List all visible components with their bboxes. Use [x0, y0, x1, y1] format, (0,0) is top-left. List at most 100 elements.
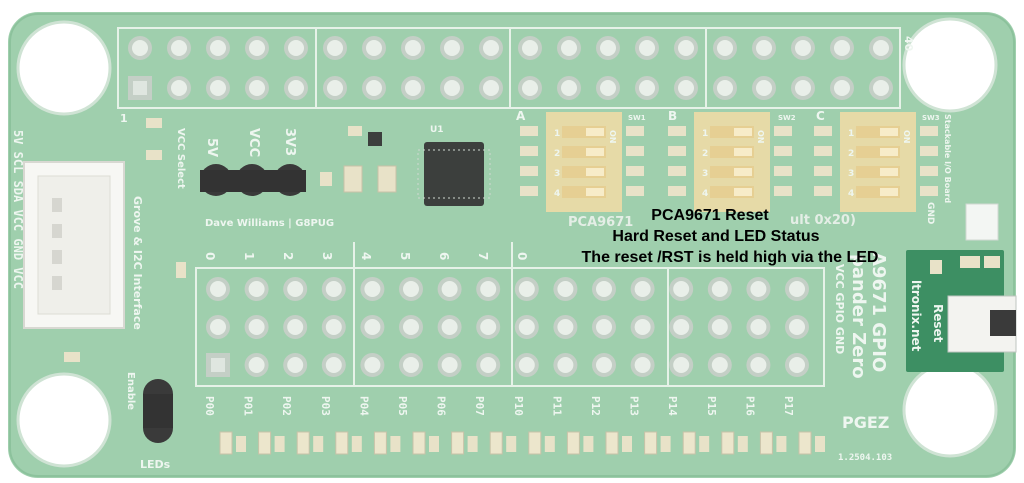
callout-description: The reset /RST is held high via the LED: [582, 249, 879, 266]
switch-id-sw1: SW1: [628, 114, 646, 122]
breakout-pad: [785, 315, 809, 339]
port-label: P17: [782, 396, 795, 416]
breakout-pad: [746, 277, 771, 301]
port-label: P14: [666, 396, 679, 416]
switch-number: 2: [848, 149, 854, 159]
gpio-pad: [869, 36, 893, 60]
gpio-pad: [635, 36, 659, 60]
gpio-pad: [518, 76, 542, 100]
gpio-pad: [284, 76, 308, 100]
gpio-pad: [362, 36, 386, 60]
gpio-pad: [401, 76, 425, 100]
gpio-pad: [830, 36, 854, 60]
grove-interface-label: Grove & I2C Interface: [131, 196, 144, 330]
column-number: 0: [515, 252, 529, 260]
port-label: P05: [396, 396, 409, 416]
pin-1-label: 1: [120, 112, 128, 125]
gpio-pad: [167, 36, 191, 60]
status-led: [373, 431, 401, 455]
gpio-pad: [401, 36, 425, 60]
breakout-pad: [669, 315, 694, 339]
breakout-pad: [476, 353, 501, 377]
stackable-label: Stackable I/O Board: [943, 114, 952, 204]
breakout-pad: [283, 277, 308, 301]
port-label: P12: [589, 396, 602, 416]
breakout-pad: [321, 277, 346, 301]
breakout-grid-outline: [195, 267, 825, 387]
capacitor-c1: [343, 165, 363, 193]
breakout-pad: [785, 277, 809, 301]
gpio-pad: [245, 76, 269, 100]
breakout-pad: [399, 277, 423, 301]
breakout-pad: [283, 315, 308, 339]
gpio-pad: [323, 36, 347, 60]
gpio-pad: [752, 76, 776, 100]
breakout-pad: [514, 277, 539, 301]
status-led: [219, 431, 246, 455]
breakout-pad: [707, 315, 732, 339]
power-label-5v: 5V: [204, 138, 219, 157]
power-label-3v3: 3V3: [282, 128, 297, 156]
switch-number: 2: [702, 149, 708, 159]
breakout-pad: [630, 277, 655, 301]
mounting-hole-top-left: [16, 20, 112, 116]
expander-zero-label: pander Zero: [848, 254, 869, 379]
gpio-pad: [557, 76, 581, 100]
breakout-pad: [437, 353, 462, 377]
port-label: P10: [512, 396, 525, 416]
switch-number: 1: [848, 129, 854, 139]
status-led: [489, 431, 517, 455]
switch-number: 4: [848, 189, 854, 199]
breakout-pad: [437, 315, 462, 339]
switch-number: 3: [554, 169, 560, 179]
port-label: P16: [743, 396, 756, 416]
mounting-hole-bottom-right: [902, 362, 998, 458]
default-address-label: ult 0x20): [790, 213, 856, 228]
status-led: [605, 431, 632, 455]
vcc-select-jumper: [200, 164, 306, 196]
gpio-pad: [791, 76, 815, 100]
status-led: [798, 431, 825, 455]
switch-number: 4: [702, 189, 708, 199]
reset-highlight-region: [906, 250, 1017, 372]
breakout-pad: [321, 315, 346, 339]
status-leds: [219, 431, 825, 455]
gpio-pad: [440, 36, 464, 60]
grove-pin-labels: 5V SCL SDA VCC GND VCC: [11, 130, 25, 289]
switch-number: 3: [848, 169, 854, 179]
gpio-pad: [713, 76, 737, 100]
breakout-pad: [360, 353, 385, 377]
switch-number: 3: [702, 169, 708, 179]
breakout-pad: [399, 315, 423, 339]
status-led: [335, 431, 362, 455]
smd-components: [64, 118, 382, 362]
enable-label: Enable: [125, 372, 136, 410]
breakout-pad: [553, 315, 578, 339]
breakout-pad: [399, 353, 423, 377]
status-led: [528, 431, 555, 455]
switch-number: 4: [554, 189, 560, 199]
gpio-pad: [596, 36, 620, 60]
gpio-pad: [206, 36, 230, 60]
column-number: 7: [476, 252, 490, 260]
gpio-pad: [206, 76, 230, 100]
reset-label: Reset: [931, 304, 945, 343]
mounting-hole-bottom-left: [16, 372, 112, 468]
gpio-pad: [479, 76, 503, 100]
breakout-pad: [785, 353, 809, 377]
breakout-pad: [553, 353, 578, 377]
breakout-pad: [244, 353, 269, 377]
pgez-label: PGEZ: [842, 413, 889, 432]
gpio-pad: [128, 36, 152, 60]
port-label: P13: [628, 396, 641, 416]
gpio-pad: [323, 76, 347, 100]
callout-subtitle: Hard Reset and LED Status: [612, 228, 819, 245]
port-label: P07: [473, 396, 486, 416]
breakout-pad: [476, 315, 501, 339]
breakout-pad: [630, 353, 655, 377]
